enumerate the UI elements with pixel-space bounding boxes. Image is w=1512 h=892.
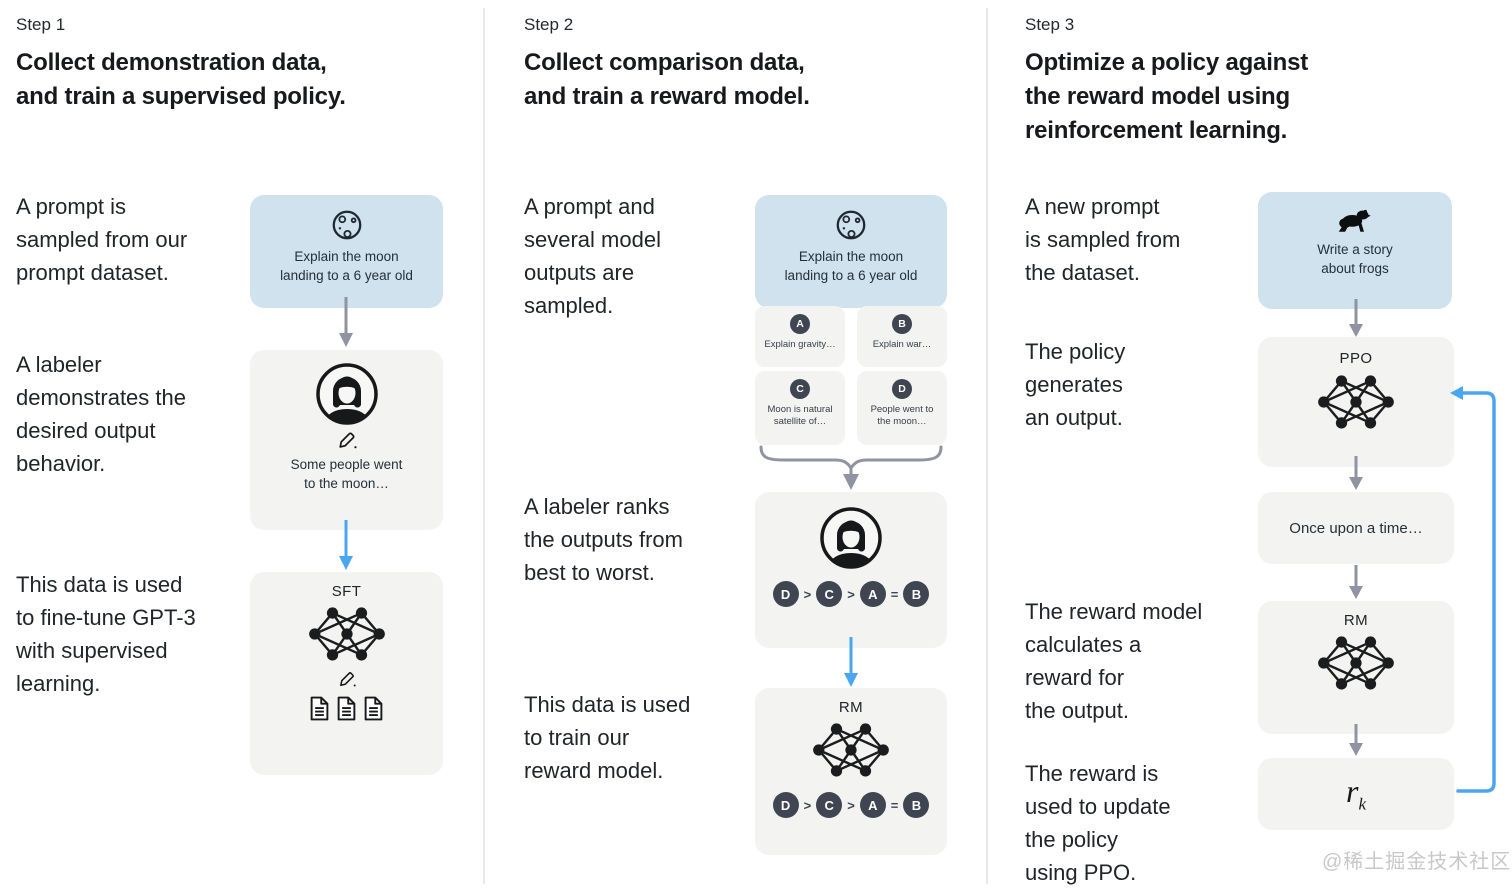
step3-policy-caption: The policy generates an output.: [1025, 339, 1126, 430]
step2-prompt-box-text: Explain the moon landing to a 6 year old: [784, 249, 918, 283]
rank-chip: B: [903, 581, 930, 607]
document-icon: [364, 696, 383, 721]
step3-prompt-caption: A new prompt is sampled from the dataset…: [1025, 194, 1181, 285]
rank-chip: D: [772, 792, 799, 818]
step3-reward-caption: The reward is used to update the policy …: [1025, 761, 1171, 885]
option-chip: D: [892, 379, 912, 399]
document-icon: [310, 696, 329, 721]
step1-labeler-box-text: Some people went to the moon…: [290, 457, 403, 491]
rank-chip: A: [859, 581, 886, 607]
network-icon: [1316, 374, 1396, 430]
step2-label: Step 2: [524, 15, 574, 34]
step2-prompt-caption: A prompt and several model outputs are s…: [524, 194, 661, 318]
ppo-label: PPO: [1339, 350, 1373, 367]
step3-output-text: Once upon a time…: [1289, 519, 1423, 537]
rank-chip: A: [859, 792, 886, 818]
column-divider: [986, 8, 988, 884]
option-chip: A: [790, 314, 810, 334]
option-text: Explain gravity…: [764, 339, 836, 350]
pencil-icon: [338, 432, 357, 450]
step1-prompt-box: Explain the moon landing to a 6 year old: [250, 195, 443, 308]
rm-label: RM: [1343, 612, 1369, 629]
step1-prompt-box-text: Explain the moon landing to a 6 year old: [280, 249, 413, 283]
rank-operator: >: [847, 586, 855, 602]
down-arrow-gray: [1349, 299, 1363, 337]
down-arrow-gray: [1349, 565, 1363, 599]
ranking-row: D > C > A = B: [772, 792, 930, 818]
step3-rm-box: RM: [1258, 601, 1454, 734]
step3-title: Optimize a policy against the reward mod…: [1025, 49, 1309, 144]
down-arrow-gray: [1349, 456, 1363, 490]
feedback-loop-arrow: [1450, 386, 1496, 793]
step2-labeler-caption: A labeler ranks the outputs from best to…: [524, 494, 683, 585]
watermark: @稀土掘金技术社区: [1322, 851, 1512, 873]
frog-icon: [1338, 209, 1371, 232]
step2-prompt-box: Explain the moon landing to a 6 year old: [755, 195, 947, 308]
option-card-b: B Explain war…: [857, 306, 947, 367]
step3-prompt-box-text: Write a story about frogs: [1317, 242, 1393, 276]
step1-prompt-caption: A prompt is sampled from our prompt data…: [16, 194, 188, 285]
down-arrow-gray: [339, 297, 353, 347]
rank-chip: D: [772, 581, 799, 607]
step2-title: Collect comparison data, and train a rew…: [524, 49, 810, 110]
step1-sft-box: SFT: [250, 572, 443, 775]
rank-chip: B: [903, 792, 930, 818]
step2-data-caption: This data is used to train our reward mo…: [524, 692, 691, 783]
rank-chip: C: [816, 581, 843, 607]
pencil-icon: [339, 672, 356, 688]
option-text: People went to the moon…: [870, 404, 934, 427]
step1-data-caption: This data is used to fine-tune GPT-3 wit…: [16, 572, 196, 696]
rank-operator: =: [890, 797, 899, 813]
step3-reward-model-caption: The reward model calculates a reward for…: [1025, 599, 1203, 723]
step1-title: Collect demonstration data, and train a …: [16, 49, 346, 110]
rank-operator: =: [890, 586, 899, 602]
rank-operator: >: [803, 797, 812, 813]
moon-icon: [332, 210, 361, 240]
ranking-row: D > C > A = B: [772, 581, 930, 607]
rank-operator: >: [847, 797, 855, 813]
option-card-a: A Explain gravity…: [755, 306, 845, 367]
rank-operator: >: [803, 586, 812, 602]
reward-symbol: rk: [1346, 773, 1366, 814]
step2-labeler-box: D > C > A = B: [755, 492, 947, 648]
step1-label: Step 1: [16, 15, 66, 34]
step1-labeler-box: Some people went to the moon…: [250, 350, 443, 530]
network-icon: [307, 606, 386, 662]
step1-labeler-caption: A labeler demonstrates the desired outpu…: [16, 352, 186, 476]
moon-icon: [836, 210, 866, 240]
option-text: Explain war…: [872, 339, 932, 350]
step2-rm-box: RM D > C > A = B: [755, 688, 947, 855]
step3-reward-box: rk: [1258, 758, 1454, 830]
labeler-avatar-icon: [315, 362, 379, 426]
step3-output-box: Once upon a time…: [1258, 492, 1454, 564]
down-arrow-blue: [844, 637, 858, 687]
down-arrow-gray: [1349, 724, 1363, 756]
step3-ppo-box: PPO: [1258, 337, 1454, 467]
option-card-d: D People went to the moon…: [857, 371, 947, 445]
option-text: Moon is natural satellite of…: [767, 404, 833, 427]
rm-label: RM: [838, 699, 864, 716]
rank-chip: C: [816, 792, 843, 818]
step3-label: Step 3: [1025, 15, 1075, 34]
sft-label: SFT: [331, 583, 362, 600]
down-arrow-blue: [339, 520, 353, 570]
brace-arrow: [759, 445, 943, 490]
option-chip: B: [892, 314, 912, 334]
labeler-avatar-icon: [819, 506, 883, 570]
step3-prompt-box: Write a story about frogs: [1258, 192, 1452, 309]
option-card-c: C Moon is natural satellite of…: [755, 371, 845, 445]
documents-icon: [309, 696, 384, 721]
column-divider: [483, 8, 485, 884]
network-icon: [811, 722, 891, 778]
network-icon: [1316, 635, 1396, 691]
document-icon: [337, 696, 356, 721]
option-chip: C: [790, 379, 810, 399]
